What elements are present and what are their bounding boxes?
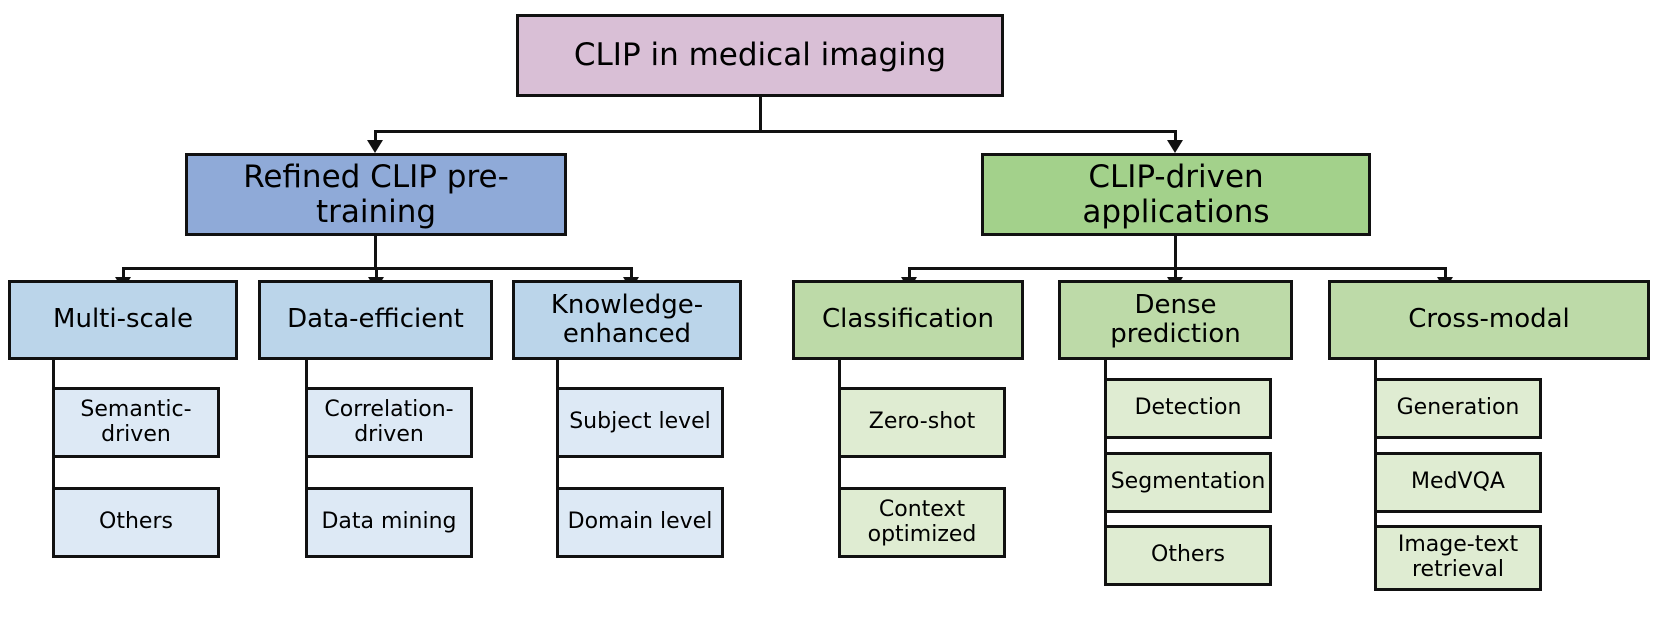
connector-root-bus [374, 130, 1177, 133]
node-category-data-efficient: Data-efficient [258, 280, 493, 360]
connector-root-stem [759, 97, 762, 130]
node-leaf-semantic-driven: Semantic- driven [52, 387, 220, 458]
connector-branch1-drop-3 [630, 267, 633, 281]
node-leaf-context-optimized: Context optimized [838, 487, 1006, 558]
connector-branch2-drop-1 [908, 267, 911, 281]
node-leaf-image-text-retrieval: Image-text retrieval [1374, 525, 1542, 591]
connector-branch2-stem [1174, 236, 1177, 267]
arrowhead-down-branch-left [367, 140, 383, 153]
node-leaf-segmentation: Segmentation [1104, 452, 1272, 513]
node-branch-clip-driven-applications: CLIP-driven applications [981, 153, 1371, 236]
node-root-clip-in-medical-imaging: CLIP in medical imaging [516, 14, 1004, 97]
node-category-cross-modal: Cross-modal [1328, 280, 1650, 360]
arrowhead-down-branch-right [1167, 140, 1183, 153]
node-category-dense-prediction: Dense prediction [1058, 280, 1293, 360]
node-leaf-correlation-driven: Correlation- driven [305, 387, 473, 458]
node-branch-refined-clip-pre-training: Refined CLIP pre-training [185, 153, 567, 236]
node-category-knowledge-enhanced: Knowledge- enhanced [512, 280, 742, 360]
node-category-multi-scale: Multi-scale [8, 280, 238, 360]
node-leaf-zero-shot: Zero-shot [838, 387, 1006, 458]
connector-root-drop-right [1174, 130, 1177, 147]
node-leaf-dense-others: Others [1104, 525, 1272, 586]
connector-root-drop-left [374, 130, 377, 147]
connector-branch2-drop-3 [1444, 267, 1447, 281]
node-category-classification: Classification [792, 280, 1024, 360]
node-leaf-generation: Generation [1374, 378, 1542, 439]
node-leaf-domain-level: Domain level [556, 487, 724, 558]
connector-branch1-drop-2 [375, 267, 378, 281]
node-leaf-detection: Detection [1104, 378, 1272, 439]
node-leaf-data-mining: Data mining [305, 487, 473, 558]
node-leaf-medvqa: MedVQA [1374, 452, 1542, 513]
node-leaf-subject-level: Subject level [556, 387, 724, 458]
connector-branch1-drop-1 [122, 267, 125, 281]
connector-branch2-drop-2 [1174, 267, 1177, 281]
node-leaf-multi-scale-others: Others [52, 487, 220, 558]
connector-branch1-stem [374, 236, 377, 267]
